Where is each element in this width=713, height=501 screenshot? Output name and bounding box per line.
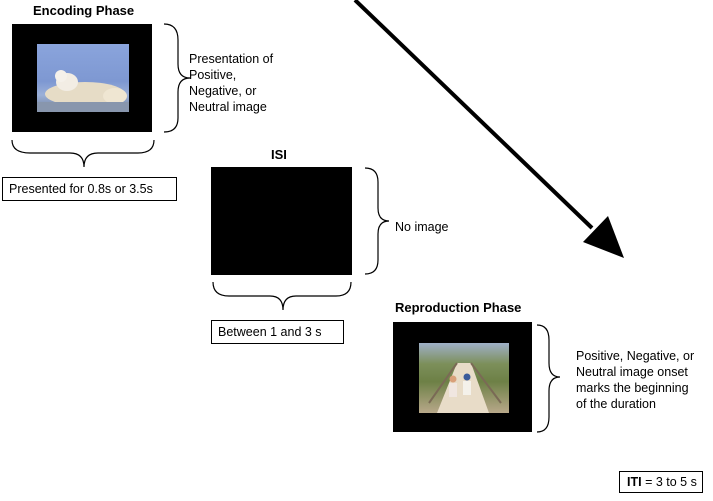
encoding-description-line: Presentation of: [189, 52, 274, 66]
polar-bear-image: [37, 44, 129, 112]
encoding-timing-box: Presented for 0.8s or 3.5s: [2, 177, 177, 201]
reproduction-description-line: Neutral image onset: [576, 365, 688, 379]
encoding-description-line: Neutral image: [189, 100, 267, 114]
timeline-arrow-head: [583, 216, 624, 258]
isi-right-brace: [364, 167, 390, 275]
reproduction-description: Positive, Negative, or Neutral image ons…: [576, 348, 694, 412]
reproduction-description-line: marks the beginning: [576, 381, 689, 395]
boardwalk-icon: [428, 362, 502, 413]
iti-box: ITI = 3 to 5 s: [619, 471, 703, 493]
isi-title: ISI: [271, 147, 287, 162]
reproduction-right-brace: [536, 324, 561, 433]
encoding-screen: [12, 24, 152, 132]
isi-screen: [211, 167, 352, 275]
encoding-description-line: Negative, or: [189, 84, 257, 98]
encoding-bottom-brace: [11, 139, 155, 168]
reproduction-description-line: of the duration: [576, 397, 656, 411]
reproduction-description-line: Positive, Negative, or: [576, 349, 695, 363]
iti-value: = 3 to 5 s: [641, 475, 697, 489]
encoding-phase-title: Encoding Phase: [33, 3, 135, 18]
encoding-description: Presentation of Positive, Negative, or N…: [189, 51, 273, 115]
children-boardwalk-image: [419, 343, 509, 413]
isi-bottom-brace: [212, 281, 352, 311]
iti-label: ITI: [627, 475, 642, 489]
isi-description: No image: [395, 220, 449, 234]
reproduction-phase-title: Reproduction Phase: [395, 300, 522, 315]
timeline-arrow-line: [353, 0, 594, 230]
encoding-right-brace: [163, 23, 191, 133]
encoding-description-line: Positive,: [189, 68, 237, 82]
isi-timing-box: Between 1 and 3 s: [211, 320, 344, 344]
polar-bear-icon: [37, 70, 129, 112]
reproduction-screen: [393, 322, 532, 432]
